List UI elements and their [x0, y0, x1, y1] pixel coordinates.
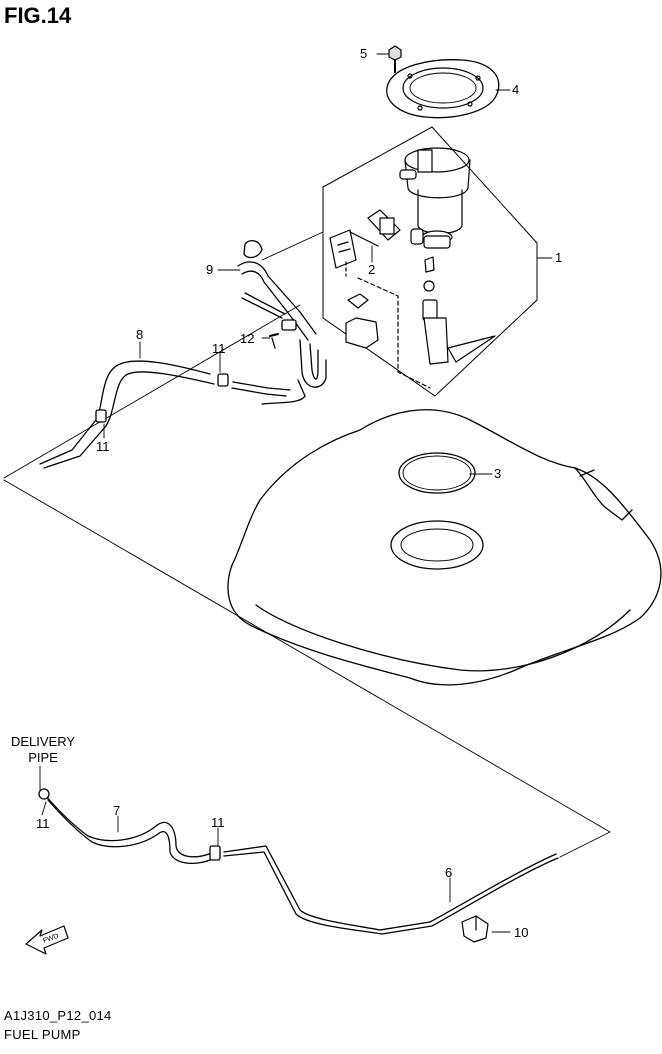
callout-5: 5	[360, 46, 368, 61]
delivery-pipe-label: DELIVERY PIPE	[4, 734, 82, 766]
pump-assembly-box	[322, 126, 538, 397]
assembly-boundary-line-lower	[3, 479, 611, 858]
diagram-code: A1J310_P12_014	[4, 1008, 112, 1023]
callout-2: 2	[368, 262, 376, 277]
pump-bracket-parts	[345, 277, 496, 389]
callout-1: 1	[555, 250, 563, 265]
fuel-tank	[227, 409, 662, 686]
callout-6: 6	[445, 865, 453, 880]
diagram-name: FUEL PUMP	[4, 1027, 81, 1042]
callout-10: 10	[514, 925, 529, 940]
callout-11-lower: 11	[211, 815, 225, 830]
callout-4: 4	[512, 82, 520, 97]
connector-10	[461, 915, 489, 943]
pump-cover-plate	[386, 59, 500, 119]
fwd-arrow-icon	[25, 925, 69, 955]
callout-12: 12	[240, 331, 255, 346]
box-to-pipe-line	[261, 231, 324, 261]
delivery-label-line2: PIPE	[28, 750, 58, 765]
feed-pipe-assembly	[38, 788, 559, 935]
leader-lines	[39, 53, 553, 933]
callout-7: 7	[113, 803, 121, 818]
callout-11-left: 11	[96, 439, 110, 454]
callout-11-upper: 11	[212, 341, 226, 356]
callout-3: 3	[494, 466, 502, 481]
outlet-hose-assembly	[39, 239, 327, 469]
figure-title: FIG.14	[4, 3, 72, 28]
fuel-pump-filter	[329, 209, 401, 277]
fuel-pump-housing	[399, 147, 471, 273]
assembly-boundary-line	[3, 304, 301, 479]
callout-9: 9	[206, 262, 214, 277]
callout-8: 8	[136, 327, 144, 342]
callout-11-lower-left: 11	[36, 816, 50, 831]
delivery-label-line1: DELIVERY	[10, 734, 76, 749]
bolt-5	[388, 45, 402, 73]
